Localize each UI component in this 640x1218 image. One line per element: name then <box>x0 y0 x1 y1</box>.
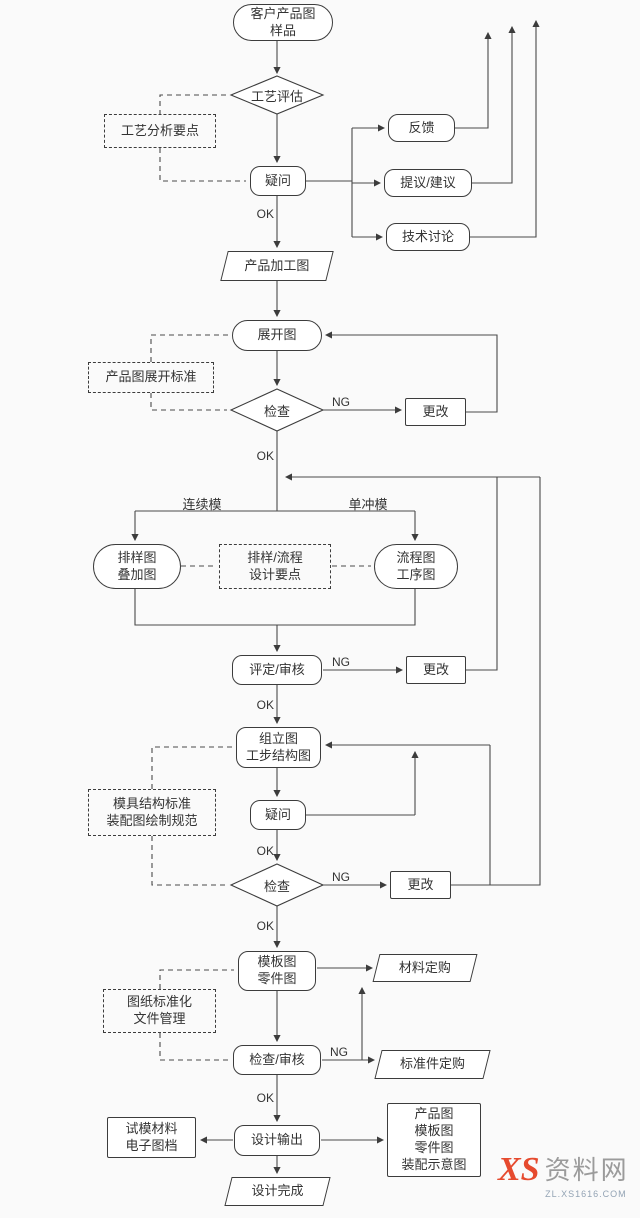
decision-check-2-label: 检查 <box>263 879 290 894</box>
ok-label-2: OK <box>256 449 274 463</box>
node-template-parts-drawing: 模板图 零件图 <box>238 951 316 991</box>
node-question-2: 疑问 <box>250 800 306 830</box>
decision-check-2 <box>229 863 325 907</box>
node-proposal-suggestion: 提议/建议 <box>384 169 472 197</box>
note-layout-design-points: 排样/流程 设计要点 <box>219 544 331 589</box>
watermark-row: XS 资料网 <box>498 1153 629 1187</box>
node-evaluation-review: 评定/审核 <box>232 655 322 685</box>
node-unfolded-drawing: 展开图 <box>232 320 322 351</box>
connectors-arrows <box>131 19 540 1175</box>
connectors-plain <box>134 128 541 886</box>
ok-label-6: OK <box>256 1091 274 1105</box>
node-change-2: 更改 <box>406 656 466 684</box>
node-layout-overlay-drawing: 排样图 叠加图 <box>93 544 181 589</box>
node-design-complete-label: 设计完成 <box>251 1183 304 1199</box>
ng-label-4: NG <box>330 1045 348 1059</box>
node-feedback: 反馈 <box>388 114 455 142</box>
ok-label-1: OK <box>256 207 274 221</box>
ok-label-5: OK <box>256 919 274 933</box>
node-trial-material-efile: 试模材料 电子图档 <box>107 1117 196 1158</box>
watermark-site-name: 资料网 <box>544 1155 629 1185</box>
decision-check-1-label: 检查 <box>263 404 290 419</box>
connectors-dashed <box>150 94 371 1061</box>
note-drawing-standardization: 图纸标准化 文件管理 <box>103 989 216 1033</box>
node-customer-product-sample: 客户产品图 样品 <box>233 4 333 41</box>
watermark: XS 资料网 ZL.XS1616.COM <box>498 1153 629 1200</box>
decision-check-1 <box>229 388 325 432</box>
ng-label-2: NG <box>332 655 350 669</box>
ng-label-3: NG <box>332 870 350 884</box>
node-material-order-label: 材料定购 <box>398 959 452 975</box>
node-material-order: 材料定购 <box>372 954 478 982</box>
note-mold-structure-standard: 模具结构标准 装配图绘制规范 <box>88 789 216 836</box>
node-question-1: 疑问 <box>250 166 306 196</box>
node-design-complete: 设计完成 <box>224 1177 331 1206</box>
node-change-1: 更改 <box>405 398 466 426</box>
note-process-analysis-points: 工艺分析要点 <box>104 114 216 148</box>
decision-process-evaluation-label: 工艺评估 <box>250 89 303 104</box>
node-standard-parts-order: 标准件定购 <box>374 1050 491 1079</box>
ok-label-3: OK <box>256 698 274 712</box>
watermark-url: ZL.XS1616.COM <box>545 1189 627 1199</box>
node-flow-process-drawing: 流程图 工序图 <box>374 544 458 589</box>
ok-label-4: OK <box>256 844 274 858</box>
node-assembly-structure-drawing: 组立图 工步结构图 <box>236 727 321 768</box>
decision-process-evaluation <box>229 75 325 115</box>
node-change-3: 更改 <box>390 871 451 899</box>
node-check-review: 检查/审核 <box>233 1045 321 1075</box>
note-unfold-standard: 产品图展开标准 <box>88 362 214 393</box>
node-product-machining-drawing: 产品加工图 <box>220 251 334 281</box>
node-technical-discussion: 技术讨论 <box>386 223 470 251</box>
node-product-machining-drawing-label: 产品加工图 <box>244 257 310 273</box>
ng-label-1: NG <box>332 395 350 409</box>
branch-label-single-punch-die: 单冲模 <box>348 497 388 512</box>
node-output-drawings: 产品图 模板图 零件图 装配示意图 <box>387 1103 481 1177</box>
branch-label-continuous-die: 连续模 <box>182 497 222 512</box>
node-standard-parts-order-label: 标准件定购 <box>399 1056 466 1072</box>
watermark-logo-xs: XS <box>498 1151 540 1188</box>
node-design-output: 设计输出 <box>234 1125 320 1156</box>
